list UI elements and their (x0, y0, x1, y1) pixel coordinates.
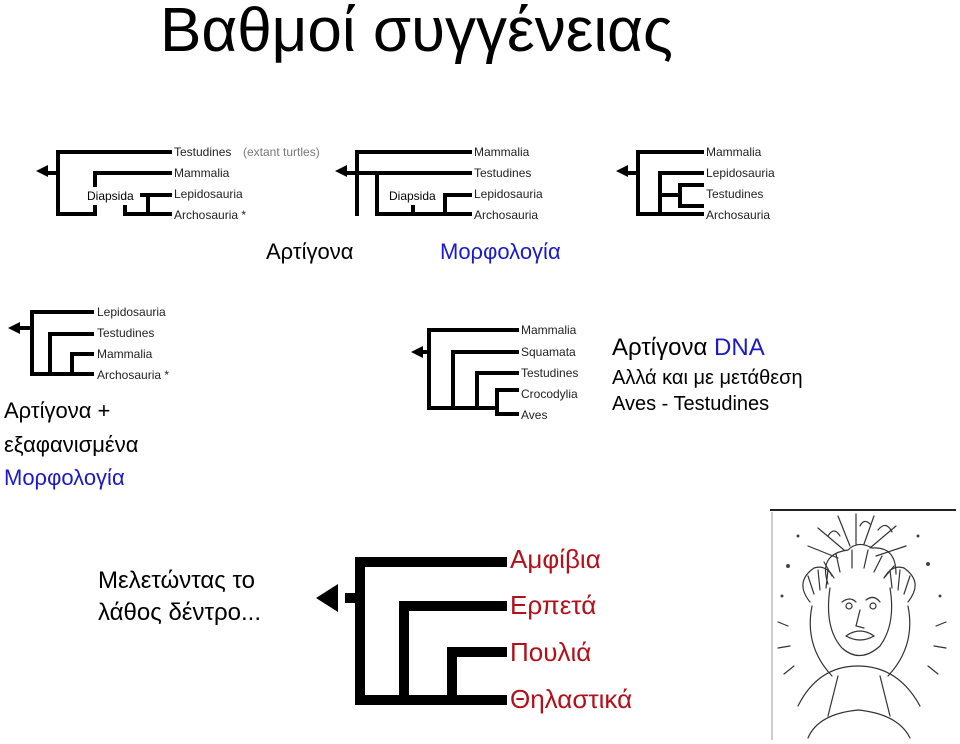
tree-leaf: Mammalia (706, 145, 762, 159)
tree-leaf: Testudines (174, 145, 231, 159)
diapsida-label: Diapsida (389, 189, 436, 203)
tree-leaf: Mammalia (474, 145, 530, 159)
diapsida-label: Diapsida (87, 189, 134, 203)
caption-wrong-line2: λάθος δέντρο... (98, 599, 261, 626)
tree-leaf: Θηλαστικά (510, 684, 633, 714)
tree-leaf: Mammalia (97, 347, 153, 361)
tree-living-morphology-2: Diapsida Mammalia Testudines Lepidosauri… (335, 145, 543, 222)
tree-leaf: Archosauria (474, 208, 538, 222)
tree-extinct-morphology: Lepidosauria Testudines Mammalia Archosa… (8, 305, 169, 382)
tree-leaf: Mammalia (521, 323, 577, 337)
tree-leaf: Aves (521, 408, 547, 422)
tree-leaf: Αμφίβια (510, 544, 601, 574)
tree-leaf: Crocodylia (521, 387, 578, 401)
caption-dna-line1: Αρτίγονα DNA (612, 335, 765, 361)
caption-living: Αρτίγονα (266, 239, 354, 264)
caption-morphology: Μορφολογία (440, 239, 561, 264)
caption-extinct-line2: εξαφανισμένα (4, 432, 139, 457)
tree-living-morphology-1: Diapsida Testudines (extant turtles) Mam… (36, 145, 320, 222)
caption-extinct-line1: Αρτίγονα + (4, 398, 111, 423)
root-arrow-icon (36, 165, 48, 177)
frustrated-man-pulling-hair-icon (770, 509, 956, 740)
tree-leaf: Squamata (521, 345, 576, 359)
tree-living-morphology-3: Mammalia Lepidosauria Testudines Archosa… (616, 145, 775, 222)
tree-leaf: Archosauria * (97, 368, 169, 382)
tree-leaf: Testudines (97, 326, 154, 340)
root-arrow-icon (8, 322, 20, 334)
tree-leaf: Testudines (706, 187, 763, 201)
diapsida-box (385, 187, 443, 205)
root-arrow-icon (316, 584, 338, 612)
root-arrow-icon (335, 165, 347, 177)
caption-dna-line2: Αλλά και με μετάθεση (612, 367, 803, 389)
slide-title: Βαθμοί συγγένειας (160, 0, 673, 65)
tree-leaf: Mammalia (174, 166, 230, 180)
tree-leaf-note: (extant turtles) (243, 145, 320, 159)
tree-leaf: Lepidosauria (174, 187, 243, 201)
root-arrow-icon (616, 165, 628, 177)
caption-wrong-line1: Μελετώντας το (98, 567, 256, 594)
tree-wrong (316, 557, 507, 705)
caption-dna-line3: Aves - Testudines (612, 393, 770, 415)
tree-leaf: Testudines (474, 166, 531, 180)
caption-dna-prefix: Αρτίγονα (612, 334, 715, 361)
tree-leaf: Archosauria * (174, 208, 246, 222)
tree-leaf: Ερπετά (510, 590, 597, 620)
diapsida-box (82, 187, 140, 205)
caption-dna-word: DNA (714, 334, 765, 361)
tree-leaf: Lepidosauria (474, 187, 543, 201)
tree-leaf: Archosauria (706, 208, 770, 222)
tree-dna: Mammalia Squamata Testudines Crocodylia … (411, 323, 578, 422)
root-arrow-icon (411, 346, 423, 358)
tree-leaf: Πουλιά (510, 637, 592, 667)
tree-leaf: Testudines (521, 366, 578, 380)
tree-leaf: Lepidosauria (706, 166, 775, 180)
caption-extinct-line3: Μορφολογία (4, 465, 125, 490)
tree-leaf: Lepidosauria (97, 305, 166, 319)
